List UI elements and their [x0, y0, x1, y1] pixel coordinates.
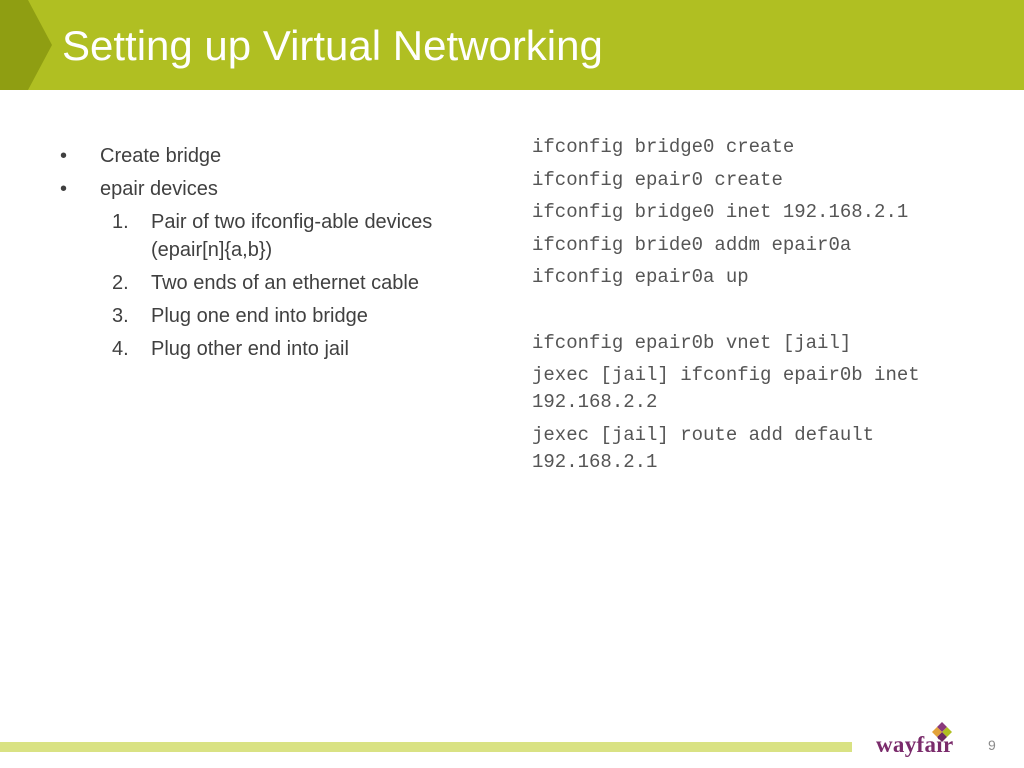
bullet-list: • Create bridge • epair devices 1. Pair … — [58, 142, 498, 368]
numbered-text: Plug one end into bridge — [151, 305, 368, 327]
footer-bar — [0, 742, 852, 752]
code-line: ifconfig bridge0 inet 192.168.2.1 — [532, 201, 909, 223]
numbered-text: Two ends of an ethernet cable — [151, 272, 419, 294]
wayfair-logo: wayfair — [876, 720, 960, 760]
bullet-text: Create bridge — [100, 145, 222, 167]
slide-title: Setting up Virtual Networking — [62, 22, 603, 69]
code-block: ifconfig bridge0 create ifconfig epair0 … — [532, 134, 972, 481]
code-line: ifconfig epair0b vnet [jail] — [532, 331, 852, 354]
numbered-item: 3. Plug one end into bridge — [112, 302, 498, 330]
numbered-text: Pair of two ifconfig-able devices (epair… — [151, 211, 433, 261]
code-line: ifconfig epair0a up — [532, 266, 749, 288]
code-spacer — [532, 297, 972, 330]
title-bar: Setting up Virtual Networking — [0, 0, 1024, 90]
number-marker: 3. — [112, 305, 129, 327]
bullet-text: epair devices — [100, 178, 218, 200]
logo-pinwheel-icon — [932, 722, 952, 742]
bullet-marker: • — [60, 145, 68, 167]
numbered-item: 4. Plug other end into jail — [112, 335, 498, 363]
code-line: jexec [jail] route add default 192.168.2… — [532, 423, 886, 473]
code-line: jexec [jail] ifconfig epair0b inet 192.1… — [532, 364, 932, 413]
bullet-item: • Create bridge — [58, 142, 498, 175]
numbered-item: 2. Two ends of an ethernet cable — [112, 269, 498, 297]
code-line: ifconfig bride0 addm epair0a — [532, 233, 852, 256]
bullet-marker: • — [60, 178, 68, 200]
title-chevron-decoration — [0, 0, 52, 90]
number-marker: 1. — [112, 211, 129, 233]
code-line: ifconfig bridge0 create — [532, 136, 795, 158]
number-marker: 4. — [112, 338, 129, 360]
bullet-item: • epair devices — [58, 175, 498, 208]
code-line: ifconfig epair0 create — [532, 168, 783, 191]
page-number: 9 — [988, 737, 996, 753]
numbered-item: 1. Pair of two ifconfig-able devices (ep… — [112, 208, 498, 264]
number-marker: 2. — [112, 272, 129, 294]
numbered-text: Plug other end into jail — [151, 338, 349, 360]
